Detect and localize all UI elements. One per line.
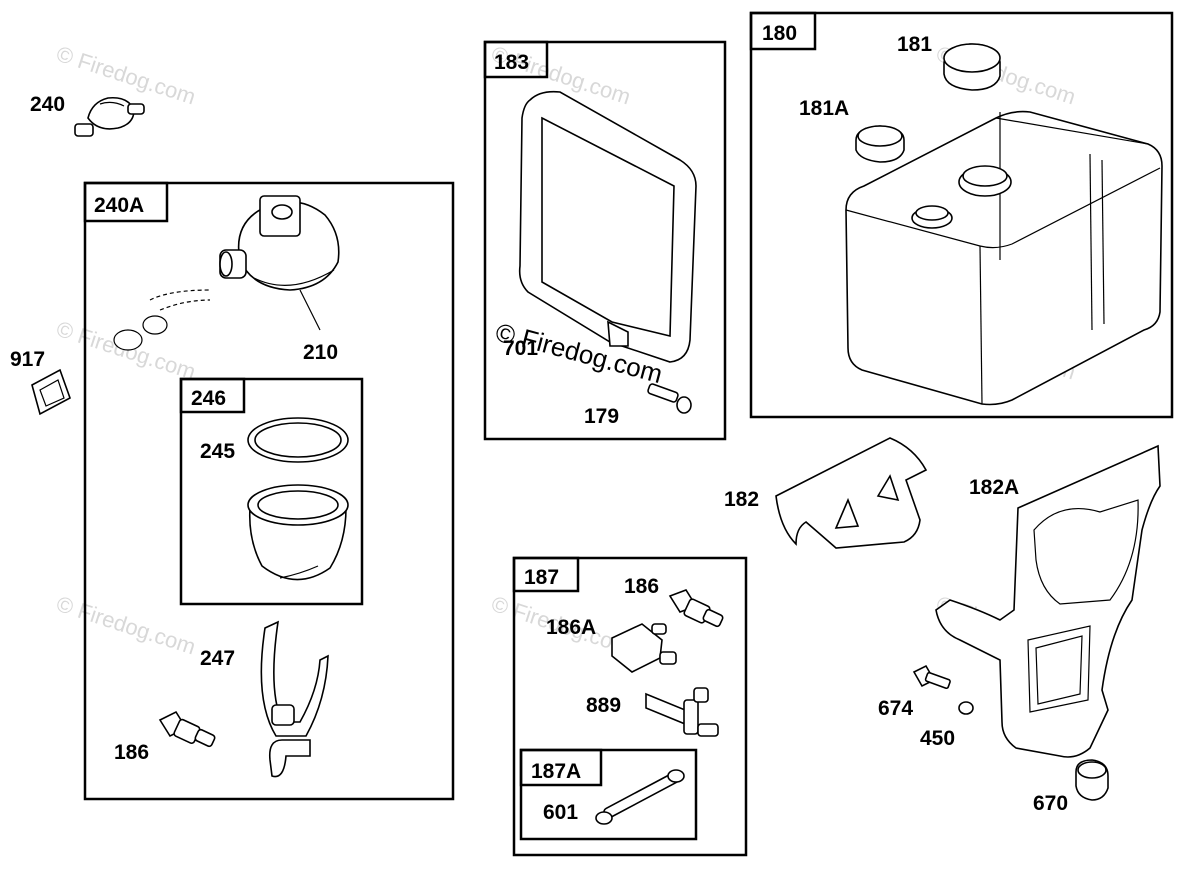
group-frame-246 xyxy=(179,377,364,606)
group-frame-183 xyxy=(483,40,727,441)
group-frame-240A xyxy=(83,181,455,801)
group-tag-180 xyxy=(749,11,817,51)
part-label-210: 210 xyxy=(303,341,338,364)
part-183-drawing xyxy=(518,90,697,363)
part-186-right-drawing xyxy=(668,589,724,628)
part-label-182A: 182A xyxy=(969,476,1019,499)
part-label-186-left: 186 xyxy=(114,741,149,764)
part-601-drawing xyxy=(595,769,685,825)
part-210-drawing xyxy=(113,195,340,351)
group-label-187: 187 xyxy=(524,566,559,589)
group-label-240A: 240A xyxy=(94,194,144,217)
part-label-245: 245 xyxy=(200,440,235,463)
watermark: © Firedog.com xyxy=(53,591,198,659)
group-frame-187A xyxy=(519,748,698,841)
group-frame-180 xyxy=(749,11,1174,419)
part-label-674: 674 xyxy=(878,697,913,720)
group-label-180: 180 xyxy=(762,22,797,45)
group-label-183: 183 xyxy=(494,51,529,74)
watermark: © Firedog.com xyxy=(53,41,198,109)
part-label-186-right: 186 xyxy=(624,575,659,598)
part-180-tank-drawing xyxy=(845,110,1163,406)
part-label-179: 179 xyxy=(584,405,619,428)
part-182A-drawing xyxy=(935,444,1161,758)
part-240-drawing xyxy=(74,96,145,137)
part-label-701: 701 xyxy=(503,337,538,360)
group-frame-187 xyxy=(512,556,748,857)
part-label-181: 181 xyxy=(897,33,932,56)
part-674-drawing xyxy=(912,664,951,690)
part-670-drawing xyxy=(1075,759,1109,801)
part-label-889: 889 xyxy=(586,694,621,717)
part-label-247: 247 xyxy=(200,647,235,670)
group-label-246: 246 xyxy=(191,387,226,410)
part-label-240: 240 xyxy=(30,93,65,116)
part-label-186A: 186A xyxy=(546,616,596,639)
part-label-601: 601 xyxy=(543,801,578,824)
part-186-left-drawing xyxy=(158,710,216,748)
part-label-181A: 181A xyxy=(799,97,849,120)
group-label-187A: 187A xyxy=(531,760,581,783)
part-179-drawing xyxy=(647,383,692,414)
part-181-drawing xyxy=(943,43,1001,91)
part-245-drawing xyxy=(247,417,349,463)
part-917-drawing xyxy=(31,368,71,416)
part-label-670: 670 xyxy=(1033,792,1068,815)
part-182-drawing xyxy=(775,437,928,549)
group-tag-187 xyxy=(512,556,580,593)
part-450-drawing xyxy=(958,701,974,715)
part-889-drawing xyxy=(645,687,719,737)
filter-bowl-drawing xyxy=(247,484,349,581)
group-tag-246 xyxy=(179,377,246,414)
group-tag-183 xyxy=(483,40,549,79)
part-label-182: 182 xyxy=(724,488,759,511)
part-label-917: 917 xyxy=(10,348,45,371)
part-label-450: 450 xyxy=(920,727,955,750)
group-tag-240A xyxy=(83,181,169,223)
part-186A-drawing xyxy=(611,623,677,673)
group-tag-187A xyxy=(519,748,603,787)
part-247-drawing xyxy=(260,620,329,778)
part-181A-drawing xyxy=(855,125,905,163)
